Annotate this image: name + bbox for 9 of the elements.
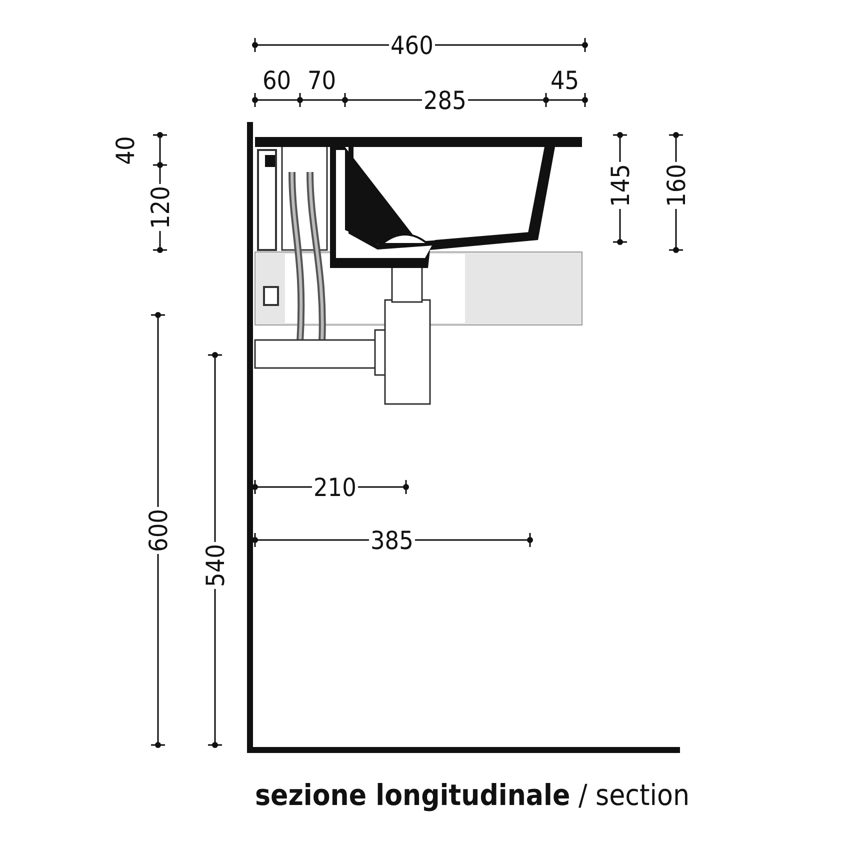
dimension-value: 120 [147,184,172,230]
caption: sezione longitudinale / section [255,778,690,812]
dimension-value: 160 [663,162,688,208]
dimension-value: 540 [202,542,228,588]
dimension-value: 285 [422,88,468,112]
dimension-value: 600 [145,506,170,554]
dimension-value: 385 [368,528,416,552]
dimension-value: 210 [312,474,358,500]
dimension-value: 460 [388,32,436,58]
